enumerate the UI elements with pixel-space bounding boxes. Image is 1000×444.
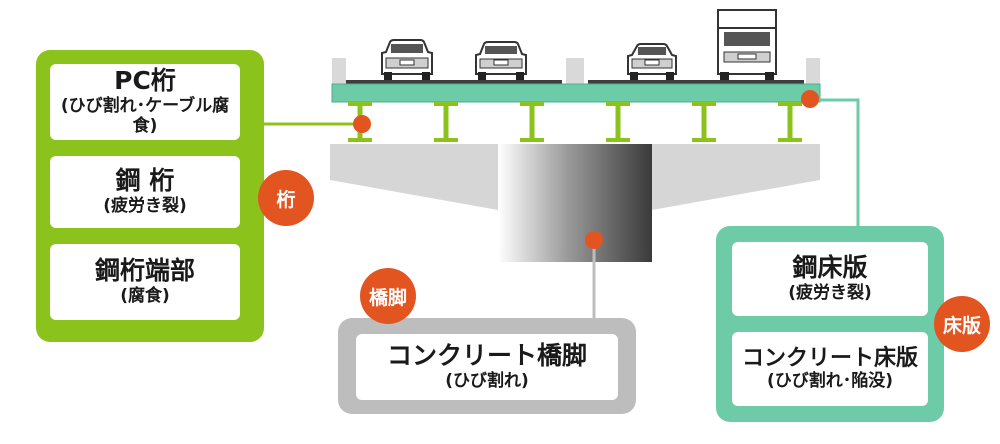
badge-deck: 床版 [934,296,990,352]
item-subtitle: (ひび割れ･ケーブル腐食) [60,95,230,137]
item-title: 鋼 桁 [115,166,175,196]
marker-deck [801,90,819,108]
girder-item-steel: 鋼 桁 (疲労き裂) [50,156,240,228]
car-icon [381,39,433,80]
car-icon [627,43,677,80]
item-subtitle: (ひび割れ) [445,371,529,392]
item-subtitle: (ひび割れ･陥没) [766,371,894,392]
deck-item-steel: 鋼床版 (疲労き裂) [732,242,928,316]
deck-slab [331,83,821,103]
item-subtitle: (疲労き裂) [788,283,872,304]
pier-panel: コンクリート橋脚 (ひび割れ) [338,318,636,414]
truck-icon [717,9,777,80]
item-subtitle: (疲労き裂) [103,196,187,217]
marker-pier [585,231,603,249]
item-title: 鋼床版 [792,253,868,283]
car-icon [475,41,527,80]
item-title: コンクリート床版 [741,346,918,372]
item-title: PC桁 [114,66,176,96]
deck-barriers [332,58,820,84]
item-subtitle: (腐食) [120,286,170,307]
steel-girders [348,102,802,142]
girder-item-pc: PC桁 (ひび割れ･ケーブル腐食) [50,64,240,140]
connector-deck [810,98,860,228]
pier-item-concrete: コンクリート橋脚 (ひび割れ) [356,334,618,400]
badge-pier: 橋脚 [360,268,416,324]
girder-item-steel-end: 鋼桁端部 (腐食) [50,244,240,320]
marker-girder [353,115,371,133]
item-title: コンクリート橋脚 [386,341,587,371]
deck-panel: 鋼床版 (疲労き裂) コンクリート床版 (ひび割れ･陥没) [716,226,944,422]
badge-girder: 桁 [258,170,314,226]
deck-item-concrete: コンクリート床版 (ひび割れ･陥没) [732,332,928,406]
girder-panel: PC桁 (ひび割れ･ケーブル腐食) 鋼 桁 (疲労き裂) 鋼桁端部 (腐食) [36,50,264,342]
pier-column [498,144,652,262]
item-title: 鋼桁端部 [94,256,195,286]
